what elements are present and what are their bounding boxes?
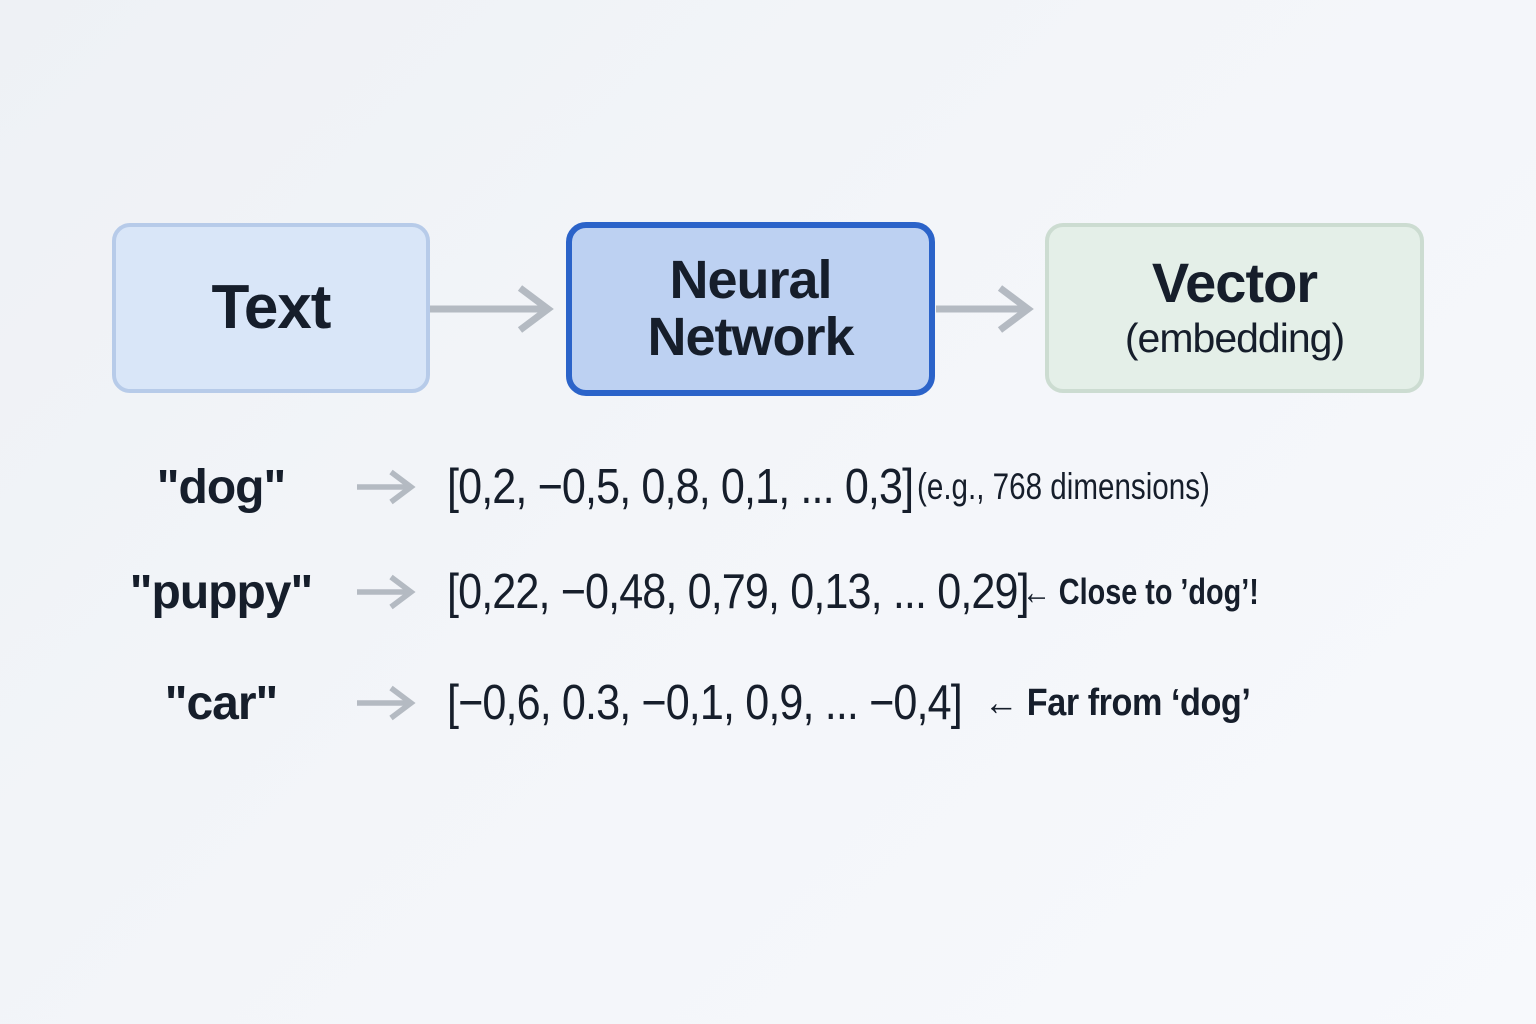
annotation-dimensions: (e.g., 768 dimensions) [916, 466, 1210, 507]
node-vector-label: Vector [1151, 251, 1318, 315]
vector-values: [0,2, −0,5, 0,8, 0,1, ... 0,3] [447, 460, 914, 514]
word-label: "dog" [156, 460, 286, 514]
flow-arrow-icon [430, 281, 560, 337]
right-arrow-icon [355, 570, 417, 614]
right-arrow-icon [355, 681, 417, 725]
vector-values: [−0,6, 0.3, −0,1, 0,9, ... −0,4] [447, 676, 963, 730]
node-neural-network: Neural Network [566, 222, 935, 396]
node-text: Text [112, 223, 430, 393]
vector-values: [0,22, −0,48, 0,79, 0,13, ... 0,29] [447, 565, 1030, 619]
right-arrow-icon [355, 465, 417, 509]
node-text-label: Text [211, 273, 332, 343]
node-neural-network-label-line1: Neural [669, 250, 832, 311]
example-row-car: "car" [−0,6, 0.3, −0,1, 0,9, ... −0,4] ←… [0, 657, 1536, 749]
example-row-puppy: "puppy" [0,22, −0,48, 0,79, 0,13, ... 0,… [0, 546, 1536, 638]
flow-arrow-icon [936, 281, 1040, 337]
example-row-dog: "dog" [0,2, −0,5, 0,8, 0,1, ... 0,3] (e.… [0, 441, 1536, 533]
node-neural-network-label-line2: Network [647, 307, 854, 367]
word-label: "car" [164, 676, 279, 730]
node-vector-sublabel: (embedding) [1124, 314, 1345, 361]
word-label: "puppy" [129, 565, 314, 619]
annotation-far-from-dog: ← Far from ‘dog’ [984, 681, 1251, 724]
node-vector: Vector (embedding) [1045, 223, 1424, 393]
annotation-close-to-dog: ← Close to ’dog’! [1022, 571, 1259, 612]
